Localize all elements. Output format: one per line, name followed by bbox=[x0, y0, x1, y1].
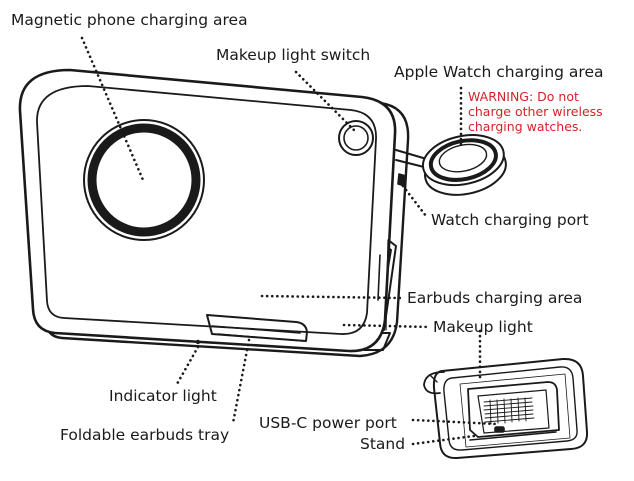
leader-usbc-port bbox=[411, 418, 499, 426]
warning-line-3: charging watches. bbox=[468, 119, 583, 134]
leader-earbuds-area bbox=[260, 294, 406, 300]
label-foldable-earbuds-tray: Foldable earbuds tray bbox=[60, 426, 230, 444]
charger-inner-panel bbox=[36, 85, 377, 335]
charger-back-view bbox=[423, 357, 589, 460]
leader-indicator bbox=[175, 345, 200, 386]
charger-body-front bbox=[18, 68, 397, 353]
label-makeup-light-switch: Makeup light switch bbox=[216, 46, 371, 64]
leader-watch-port bbox=[401, 184, 428, 218]
warning-note: WARNING: Do not charge other wireless ch… bbox=[468, 89, 603, 134]
label-makeup-light: Makeup light bbox=[433, 318, 533, 336]
makeup-light-switch-button bbox=[338, 120, 374, 156]
watch-charging-puck bbox=[421, 134, 507, 196]
leader-makeup-switch bbox=[294, 70, 356, 132]
warning-line-1: WARNING: Do not bbox=[468, 89, 579, 104]
label-indicator-light: Indicator light bbox=[109, 387, 217, 405]
phone-charging-pad bbox=[83, 119, 205, 241]
leader-phone-area bbox=[80, 36, 145, 182]
label-phone-charging-area: Magnetic phone charging area bbox=[11, 11, 248, 29]
foldable-earbuds-tray bbox=[206, 314, 308, 342]
warning-line-2: charge other wireless bbox=[468, 104, 603, 119]
leader-earbuds-tray bbox=[231, 338, 251, 425]
label-watch-charging-port: Watch charging port bbox=[431, 211, 589, 229]
leader-makeup-light bbox=[342, 323, 432, 329]
label-usbc-power-port: USB-C power port bbox=[259, 414, 397, 432]
label-earbuds-charging-area: Earbuds charging area bbox=[407, 289, 583, 307]
label-watch-charging-area: Apple Watch charging area bbox=[394, 63, 604, 81]
indicator-light-dot bbox=[195, 339, 201, 345]
label-stand: Stand bbox=[360, 435, 406, 453]
leader-stand bbox=[411, 434, 476, 446]
